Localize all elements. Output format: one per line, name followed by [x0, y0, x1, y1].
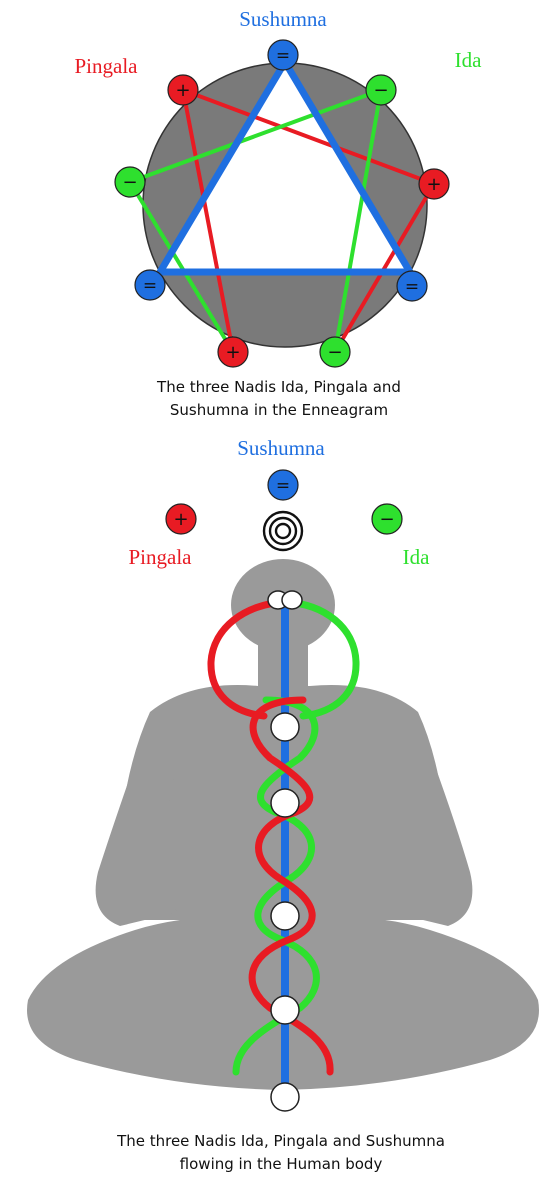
label-pingala-top: Pingala — [75, 54, 139, 78]
node-bottom-right-minus: − — [319, 336, 351, 368]
body-node-left-plus: + — [165, 503, 197, 535]
pingala-spiral — [248, 696, 334, 1076]
svg-text:+: + — [426, 174, 441, 195]
node-top-equal: = — [267, 39, 299, 71]
caption-enneagram-line1: The three Nadis Ida, Pingala and — [156, 378, 401, 396]
label-sushumna-body: Sushumna — [237, 436, 325, 460]
svg-text:=: = — [143, 276, 157, 296]
chakra-points — [267, 590, 303, 1112]
svg-text:−: − — [122, 172, 137, 193]
svg-text:=: = — [276, 476, 290, 496]
svg-text:−: − — [327, 342, 342, 363]
enneagram-diagram: = + − − + = = — [75, 7, 483, 419]
svg-text:−: − — [379, 509, 394, 530]
chakra-heart — [270, 788, 300, 818]
caption-body-line2: flowing in the Human body — [180, 1155, 383, 1173]
svg-text:−: − — [373, 80, 388, 101]
ida-lines — [128, 88, 383, 354]
sushumna-triangle — [156, 58, 414, 276]
ida-head-loop — [281, 598, 360, 720]
svg-text:=: = — [405, 277, 419, 297]
caption-body-line1: The three Nadis Ida, Pingala and Sushumn… — [116, 1132, 445, 1150]
node-left-minus: − — [114, 166, 146, 198]
label-pingala-body: Pingala — [129, 545, 193, 569]
svg-text:+: + — [175, 80, 190, 101]
node-upper-left-plus: + — [167, 74, 199, 106]
svg-text:+: + — [173, 509, 188, 530]
caption-enneagram-line2: Sushumna in the Enneagram — [170, 401, 388, 419]
chakra-throat — [270, 712, 300, 742]
pingala-lines — [181, 88, 436, 354]
chakra-navel — [270, 901, 300, 931]
pingala-head-loop — [207, 598, 289, 720]
body-node-right-minus: − — [371, 503, 403, 535]
node-lower-right-equal: = — [396, 270, 428, 302]
label-ida-body: Ida — [403, 545, 430, 569]
body-node-top-equal: = — [267, 469, 299, 501]
label-ida-top: Ida — [455, 48, 482, 72]
crown-chakra-rings-icon — [262, 510, 304, 552]
svg-text:+: + — [225, 342, 240, 363]
node-right-plus: + — [418, 168, 450, 200]
node-lower-left-equal: = — [134, 269, 166, 301]
svg-text:=: = — [276, 46, 290, 66]
chakra-crown-right — [281, 590, 303, 610]
node-bottom-left-plus: + — [217, 336, 249, 368]
sushumna-triangle-fill — [160, 62, 410, 272]
node-upper-right-minus: − — [365, 74, 397, 106]
label-sushumna-top: Sushumna — [239, 7, 327, 31]
body-diagram: Sushumna = + − Pingala Ida — [27, 436, 539, 1173]
chakra-sacral — [270, 995, 300, 1025]
enneagram-nodes: = + − − + = = — [114, 39, 450, 368]
chakra-root — [270, 1082, 300, 1112]
